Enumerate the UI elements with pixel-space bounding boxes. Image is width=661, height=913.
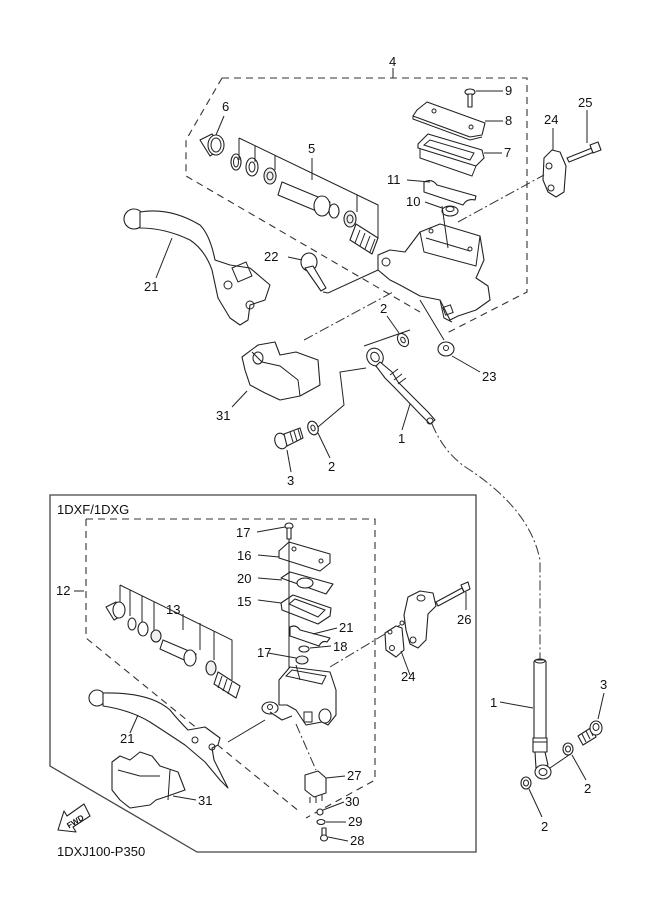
callout-29: 29 xyxy=(348,814,362,829)
caliper-end xyxy=(499,658,605,818)
part-13-kit[interactable] xyxy=(105,601,241,699)
callout-6: 6 xyxy=(222,99,229,114)
callout-30: 30 xyxy=(345,794,359,809)
callout-13: 13 xyxy=(166,602,180,617)
part-19-diaphragm[interactable] xyxy=(280,571,334,595)
callout-17: 17 xyxy=(257,645,271,660)
callout-2-right: 2 xyxy=(584,781,591,796)
part-17-cap[interactable] xyxy=(295,655,309,665)
part-2-gasket[interactable] xyxy=(395,331,411,348)
part-15-reservoir-cap[interactable] xyxy=(278,541,331,572)
upper-callout-labels: 4 6 5 9 8 7 11 10 24 25 22 21 2 23 31 1 … xyxy=(144,54,592,488)
callout-3-lower: 3 xyxy=(600,677,607,692)
callout-27: 27 xyxy=(347,768,361,783)
callout-9: 9 xyxy=(505,83,512,98)
part-8-reservoir-cap[interactable] xyxy=(412,101,486,141)
part-25-bolt[interactable] xyxy=(566,141,602,163)
callout-24: 24 xyxy=(544,112,558,127)
part-3-union-bolt-lower[interactable] xyxy=(577,720,603,746)
callout-20: 21 xyxy=(339,620,353,635)
callout-31: 31 xyxy=(216,408,230,423)
part-1-brake-hose-lower[interactable] xyxy=(532,658,552,780)
part-24-holder-lower[interactable] xyxy=(384,625,405,658)
callout-2-bottom: 2 xyxy=(541,819,548,834)
callout-14: 15 xyxy=(237,594,251,609)
part-31-lever-guard-lower[interactable] xyxy=(111,751,186,809)
part-26-bolt[interactable] xyxy=(435,581,471,607)
part-30-washer[interactable] xyxy=(316,808,324,816)
variant-box-title: 1DXF/1DXG xyxy=(57,502,129,517)
part-14-diaphragm-holder[interactable] xyxy=(280,594,332,625)
part-2-gasket-right[interactable] xyxy=(562,742,574,756)
callout-26: 26 xyxy=(457,612,471,627)
part-20-plate[interactable] xyxy=(289,625,331,647)
callout-16: 17 xyxy=(236,525,250,540)
callout-11: 11 xyxy=(387,172,401,187)
callout-8: 8 xyxy=(505,113,512,128)
part-27-stop-switch[interactable] xyxy=(304,770,327,803)
part-2-gasket-bottom[interactable] xyxy=(520,776,532,790)
callout-31-lower: 31 xyxy=(198,793,212,808)
part-5-piston[interactable] xyxy=(277,181,340,219)
part-7-diaphragm[interactable] xyxy=(417,133,485,177)
callout-28: 28 xyxy=(350,833,364,848)
callout-24-lower: 24 xyxy=(401,669,415,684)
callout-25: 25 xyxy=(578,95,592,110)
assembly-12-boundary xyxy=(85,518,376,819)
part-22-lever-bolt[interactable] xyxy=(300,252,327,292)
callout-15: 16 xyxy=(237,548,251,563)
callout-21-lower: 21 xyxy=(120,731,134,746)
callout-5: 5 xyxy=(308,141,315,156)
variant-box: 1DXF/1DXG xyxy=(49,494,477,859)
fwd-arrow-icon: FWD xyxy=(57,803,91,833)
callout-22: 22 xyxy=(264,249,278,264)
part-28-screw[interactable] xyxy=(319,827,329,842)
callout-3: 3 xyxy=(287,473,294,488)
callout-7: 7 xyxy=(504,145,511,160)
part-11-plate[interactable] xyxy=(423,179,477,206)
callout-2-lower: 2 xyxy=(328,459,335,474)
callout-2-upper: 2 xyxy=(380,301,387,316)
part-2-gasket-lower[interactable] xyxy=(306,420,320,437)
callout-21: 21 xyxy=(144,279,158,294)
part-29-washer[interactable] xyxy=(316,818,326,826)
callout-10: 10 xyxy=(406,194,420,209)
part-18-washer[interactable] xyxy=(298,645,310,653)
part-spring xyxy=(349,223,379,255)
variant-box-frame xyxy=(49,494,477,853)
part-10-cap[interactable] xyxy=(441,205,459,217)
part-21-brake-lever[interactable] xyxy=(123,208,271,326)
part-1-brake-hose[interactable] xyxy=(364,345,436,425)
callout-23: 23 xyxy=(482,369,496,384)
figure-code: 1DXJ100-P350 xyxy=(57,844,145,859)
upper-assembly xyxy=(123,68,602,660)
callout-12: 12 xyxy=(56,583,70,598)
callout-4: 4 xyxy=(389,54,396,69)
callout-1: 1 xyxy=(398,431,405,446)
part-handlebar-bracket xyxy=(399,590,437,649)
part-21-brake-lever-lower[interactable] xyxy=(88,689,229,789)
callout-19: 20 xyxy=(237,571,251,586)
lower-callout-labels: 12 13 17 16 20 15 21 18 17 24 26 21 31 2… xyxy=(56,525,471,848)
part-9-screw[interactable] xyxy=(464,88,476,108)
part-23-nut[interactable] xyxy=(437,341,455,357)
part-6-dust-boot[interactable] xyxy=(199,133,225,157)
assembly-4-boundary xyxy=(185,77,528,334)
caliper-callout-labels: 1 2 2 3 xyxy=(490,677,607,834)
part-24-holder[interactable] xyxy=(542,149,567,198)
part-31-lever-guard[interactable] xyxy=(241,341,321,401)
callout-1-lower: 1 xyxy=(490,695,497,710)
master-cylinder-body-lower[interactable] xyxy=(261,666,337,726)
master-cylinder-body[interactable] xyxy=(377,223,491,323)
part-3-union-bolt[interactable] xyxy=(273,427,304,451)
callout-18: 18 xyxy=(333,639,347,654)
